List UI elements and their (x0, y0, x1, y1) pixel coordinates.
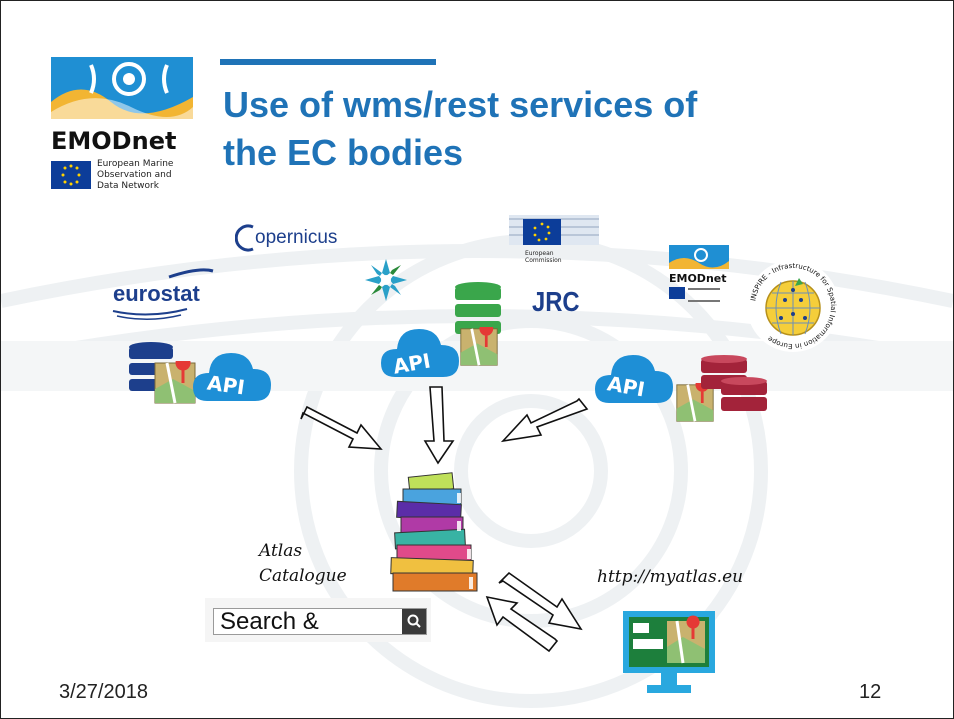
emodnet-small-logo: EMODnet (669, 245, 735, 305)
slide-page-number: 12 (859, 681, 882, 703)
catalogue-label: Catalogue (259, 566, 347, 586)
slide-date: 3/27/2018 (59, 681, 148, 703)
ec-text-line: Commission (525, 257, 562, 264)
monitor-map-icon (623, 611, 715, 693)
european-commission-logo: European Commission (509, 209, 599, 269)
emodnet-logo-text: EMODnet (51, 127, 177, 155)
map-pin-icon (676, 383, 714, 422)
api-label: API (206, 371, 247, 400)
emodnet-small-text: EMODnet (669, 272, 727, 285)
title-accent-bar (220, 59, 436, 65)
atlas-label: Atlas (259, 541, 303, 561)
eu-flag-small-icon (669, 287, 685, 299)
database-green-icon (455, 282, 501, 334)
search-icon (407, 614, 421, 628)
database-red-icon (701, 355, 767, 411)
api-cloud-icon: API (595, 355, 673, 403)
copernicus-c-icon (235, 224, 254, 252)
emodnet-small-tagline-lines (688, 288, 720, 302)
search-input-text: Search & (220, 608, 319, 635)
copernicus-text: opernicus (255, 227, 338, 248)
ec-text-line: European (525, 250, 554, 257)
eu-flag-icon (51, 161, 91, 189)
tagline-line: Observation and (97, 170, 172, 180)
books-stack-icon (390, 472, 478, 592)
emodnet-small-wave-icon (669, 245, 729, 269)
api-cloud-icon: API (381, 329, 459, 379)
map-pin-icon (460, 327, 498, 366)
title-line: Use of wms/rest services of (223, 84, 698, 125)
eurostat-logo: eurostat (109, 263, 219, 321)
api-cloud-icon: API (193, 353, 271, 401)
sun-flower-logo-icon (365, 259, 407, 301)
atlas-catalogue-label: Atlas Catalogue (259, 539, 347, 589)
search-button[interactable] (402, 609, 426, 634)
ec-text: European Commission (525, 250, 562, 264)
tagline-line: Data Network (97, 181, 159, 191)
emodnet-logo: EMODnet European Marine Observation and … (51, 57, 199, 197)
ec-building-icon (509, 215, 599, 245)
eurostat-swoosh-icon (112, 268, 214, 321)
slide-title: Use of wms/rest services of the EC bodie… (223, 81, 783, 176)
title-line: the EC bodies (223, 131, 464, 173)
myatlas-url-label: http://myatlas.eu (597, 567, 744, 587)
map-pin-icon (154, 361, 196, 404)
emodnet-tagline: European Marine Observation and Data Net… (97, 159, 173, 192)
tagline-line: European Marine (97, 159, 174, 169)
emodnet-wave-icon (51, 57, 193, 119)
search-widget: Search & (205, 598, 431, 642)
jrc-logo: JRC (532, 286, 580, 317)
search-input[interactable]: Search & (213, 608, 427, 635)
eurostat-text: eurostat (113, 281, 200, 306)
inspire-logo-icon: INSPIRE - Infrastructure for Spatial Inf… (747, 260, 839, 352)
